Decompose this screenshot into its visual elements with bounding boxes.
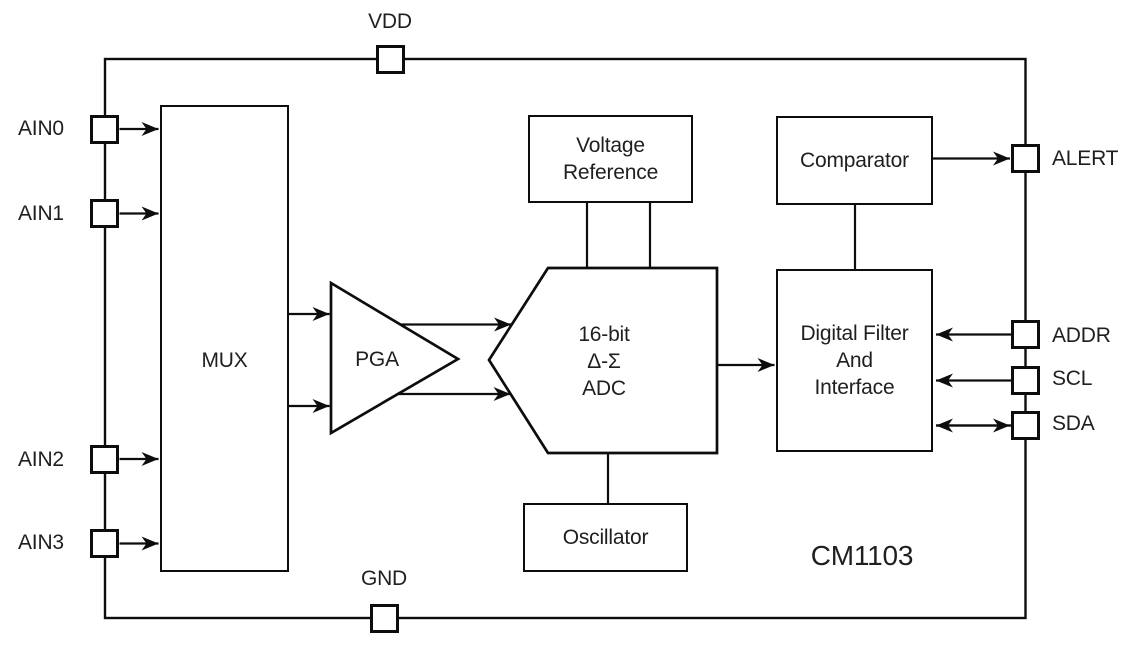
digital-filter-label-line2: And: [836, 349, 873, 372]
pin-gnd: [369, 603, 399, 633]
addr-pin-label: ADDR: [1052, 324, 1111, 347]
adc-pentagon: [487, 266, 719, 455]
comparator-label: Comparator: [800, 149, 909, 172]
scl-pin-label: SCL: [1052, 367, 1093, 390]
mux-block: [160, 105, 289, 572]
digital-filter-label-line1: Digital Filter: [800, 322, 909, 345]
oscillator-label: Oscillator: [562, 526, 649, 549]
adc-label: 16-bit Δ-Σ ADC: [528, 321, 680, 402]
pga-label: PGA: [355, 348, 399, 371]
ain1-pin-label: AIN1: [18, 201, 64, 225]
pin-alert: [1011, 144, 1040, 173]
ain3-pin-label: AIN3: [18, 531, 64, 554]
voltage-reference-label-line1: Voltage: [576, 134, 645, 157]
pin-ain2: [90, 444, 119, 474]
oscillator-block: Oscillator: [523, 503, 688, 572]
pin-ain3: [90, 529, 119, 558]
adc-label-line1: 16-bit: [578, 323, 630, 346]
pin-sda: [1011, 411, 1040, 440]
voltage-reference-block: Voltage Reference: [528, 115, 693, 203]
part-number-label: CM1103: [810, 540, 914, 571]
pin-vdd: [376, 44, 405, 74]
ain2-pin-label: AIN2: [18, 447, 64, 471]
pin-ain0: [90, 114, 119, 144]
comparator-block: Comparator: [776, 116, 933, 205]
vdd-pin-label: VDD: [368, 10, 412, 33]
adc-label-line3: ADC: [582, 377, 626, 400]
adc-label-line2: Δ-Σ: [587, 350, 621, 373]
pin-ain1: [90, 199, 119, 228]
gnd-pin-label: GND: [360, 567, 408, 590]
pin-addr: [1011, 320, 1040, 349]
digital-filter-label-line3: Interface: [814, 376, 895, 399]
alert-pin-label: ALERT: [1052, 146, 1119, 170]
mux-label: MUX: [201, 349, 248, 372]
sda-pin-label: SDA: [1052, 412, 1095, 435]
ain0-pin-label: AIN0: [18, 117, 64, 140]
digital-filter-block: Digital Filter And Interface: [776, 269, 933, 452]
voltage-reference-label-line2: Reference: [562, 161, 659, 184]
pin-scl: [1011, 366, 1040, 395]
pga-triangle: [329, 280, 461, 436]
